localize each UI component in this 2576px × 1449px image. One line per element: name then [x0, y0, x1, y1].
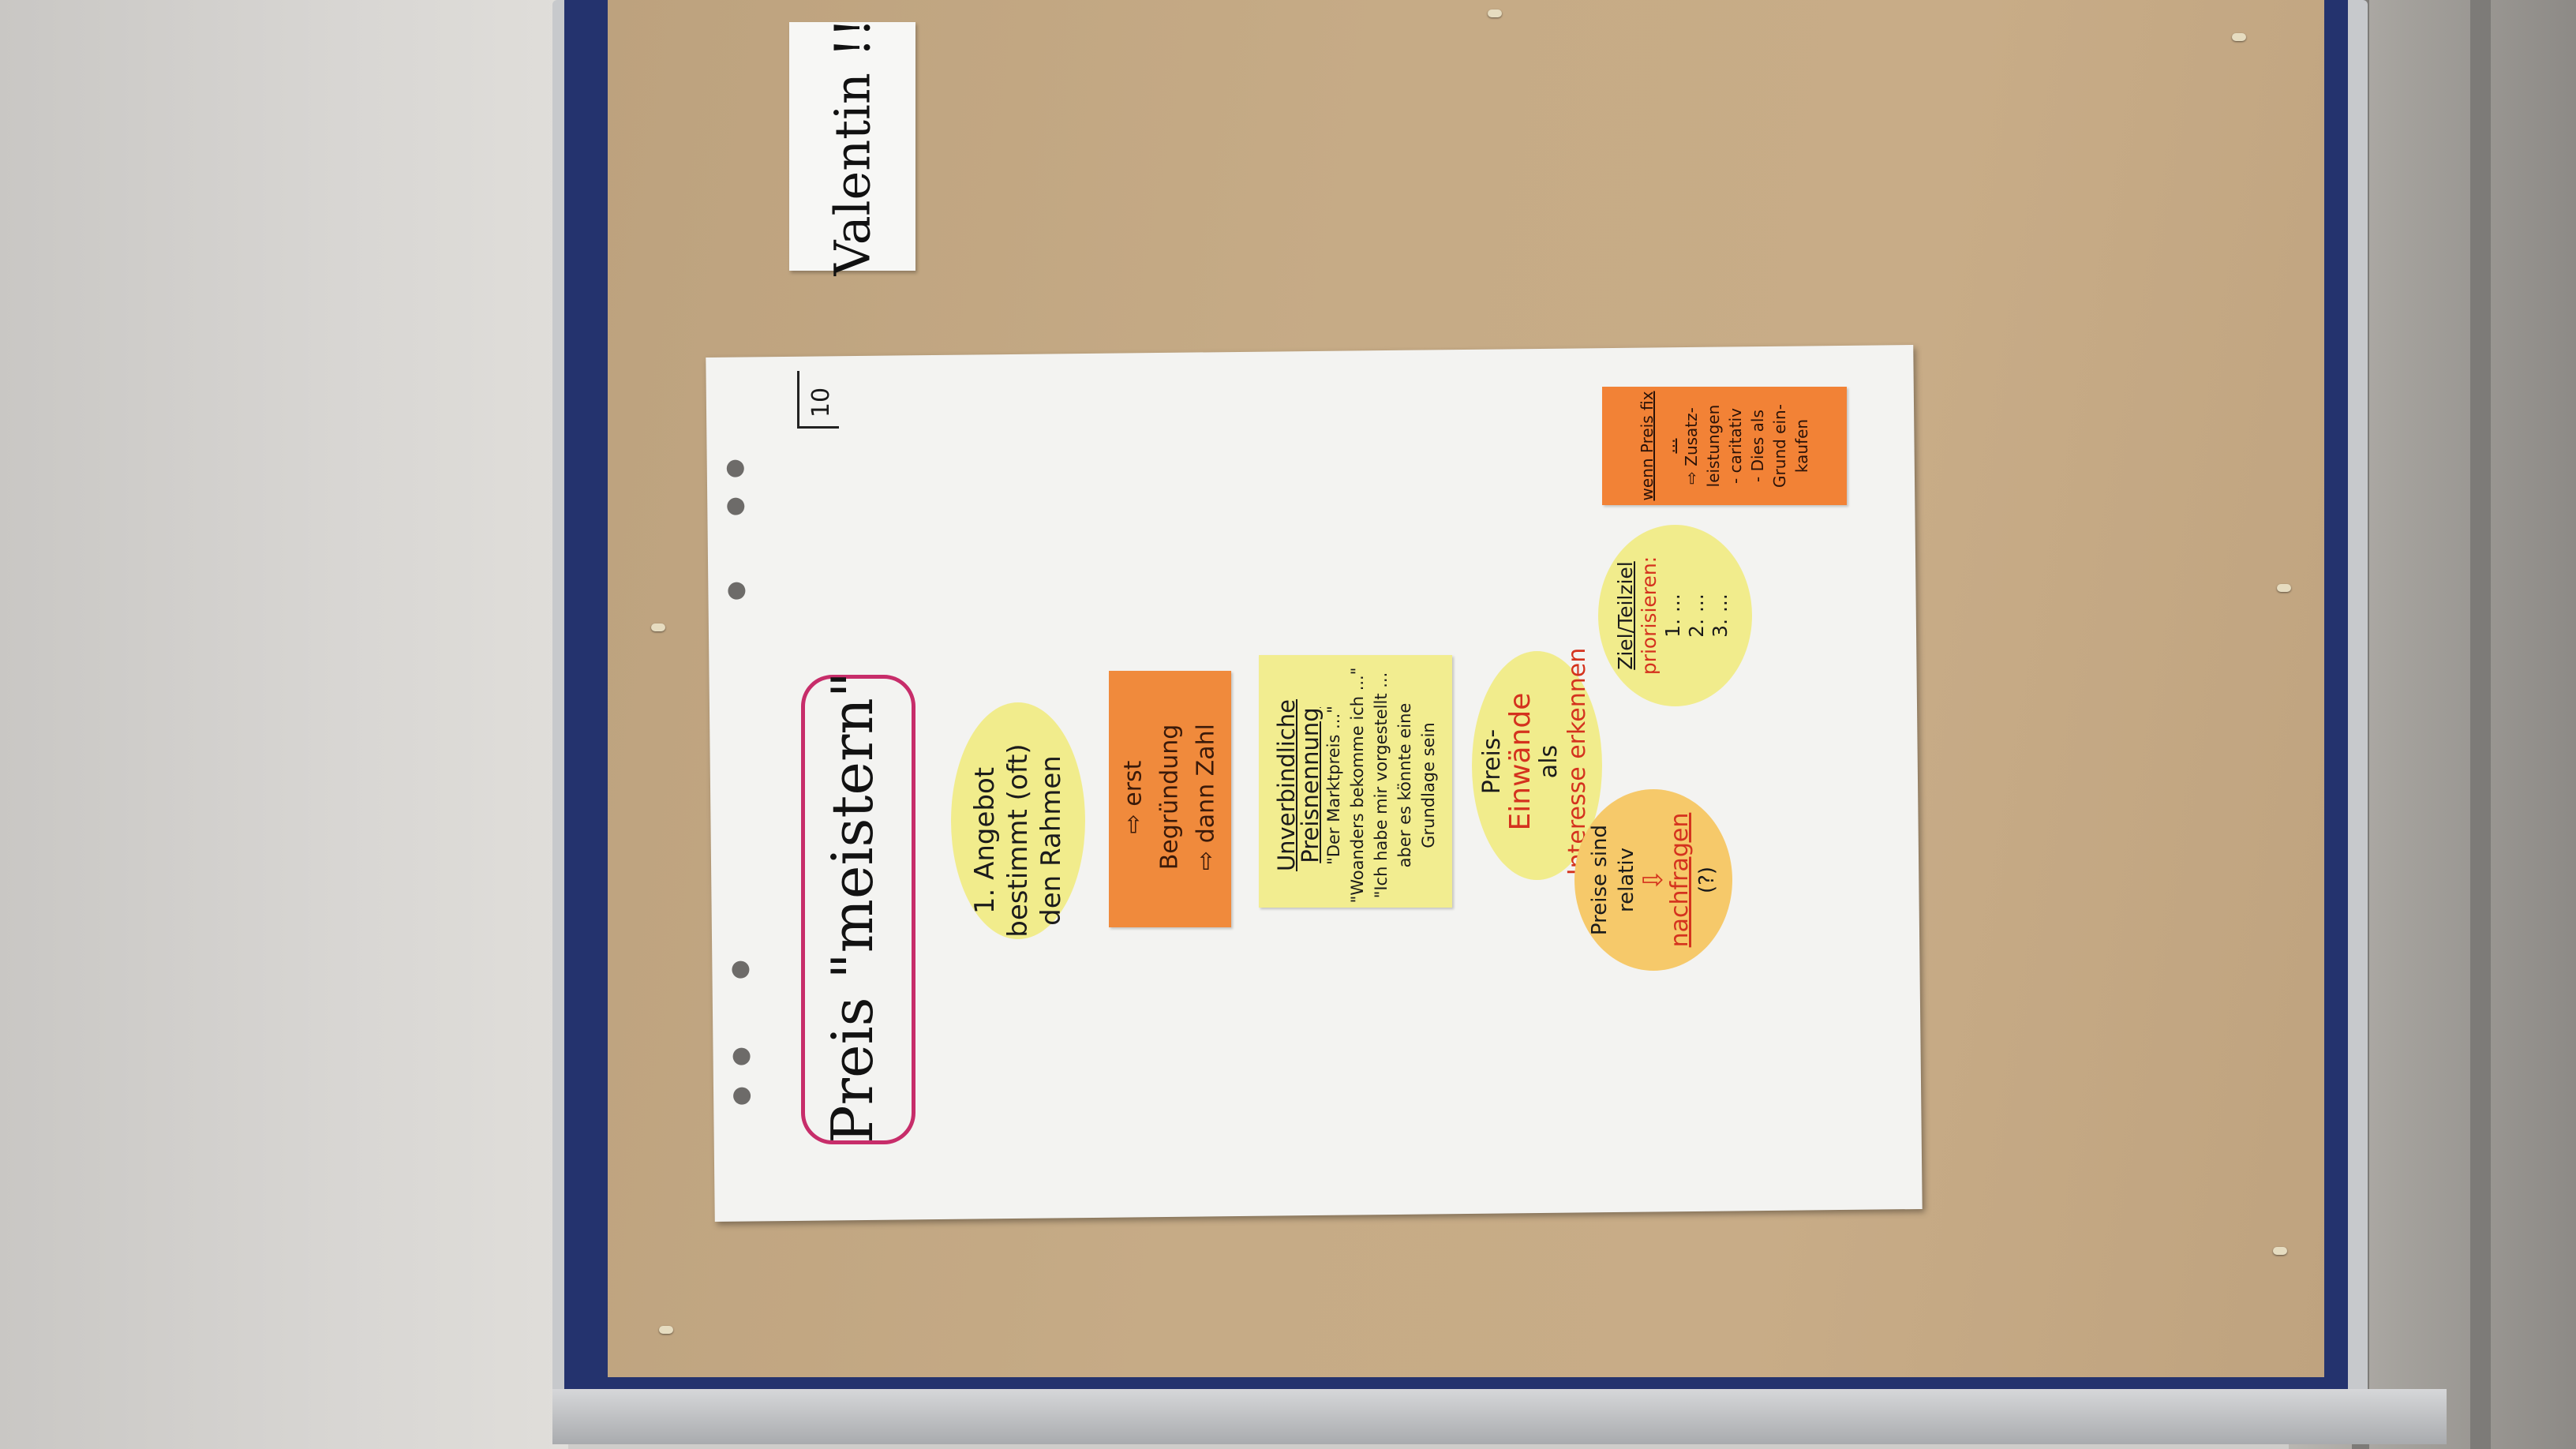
pushpin [651, 623, 665, 631]
pushpin [2277, 584, 2291, 592]
page-number-box [797, 371, 839, 429]
card-relativ-text: Preise sind relativ ⇩ nachfragen (?) [1588, 812, 1719, 948]
board-tray [552, 1389, 2447, 1444]
card-begruendung-text: ⇨ erst Begründung ⇨ dann Zahl [1119, 724, 1220, 871]
punch-hole [727, 497, 745, 515]
card-preis-fix-text: wenn Preis fix ... ⇨ Zusatz-leistungen -… [1638, 391, 1811, 501]
punch-hole [732, 1087, 751, 1105]
card-einwaende-text: Preis- Einwände als Interesse erkennen [1478, 647, 1591, 876]
page-title: Preis "meistern" [819, 672, 886, 1144]
pushpin [2232, 33, 2246, 41]
card-ziel [1598, 525, 1752, 706]
pushpin [2273, 1247, 2287, 1255]
card-preis-fix [1602, 387, 1847, 505]
punch-hole [728, 582, 746, 600]
punch-hole [726, 459, 744, 477]
punch-hole [732, 1047, 751, 1065]
card-relativ [1574, 789, 1732, 971]
name-card-text: Valentin !! [823, 17, 882, 275]
title-outline [801, 675, 915, 1144]
rack-post [2470, 0, 2491, 1449]
card-ziel-text: Ziel/Teilziel priorisieren: 1. ... 2. ..… [1614, 556, 1732, 676]
card-preisnennung-text: Unverbindliche Preisnennung "Der Marktpr… [1273, 667, 1438, 904]
left-wall [0, 0, 568, 1449]
card-preisnennung [1259, 655, 1452, 908]
name-card: Valentin !! [789, 17, 915, 275]
card-einwaende [1472, 651, 1602, 880]
punch-hole [732, 960, 750, 979]
card-angebot [951, 702, 1085, 939]
pushpin [1488, 9, 1502, 17]
pushpin [659, 1326, 673, 1334]
card-angebot-text: 1. Angebot bestimmt (oft) den Rahmen [969, 743, 1067, 938]
page-number: 10 [807, 387, 835, 418]
card-begruendung [1109, 671, 1231, 927]
